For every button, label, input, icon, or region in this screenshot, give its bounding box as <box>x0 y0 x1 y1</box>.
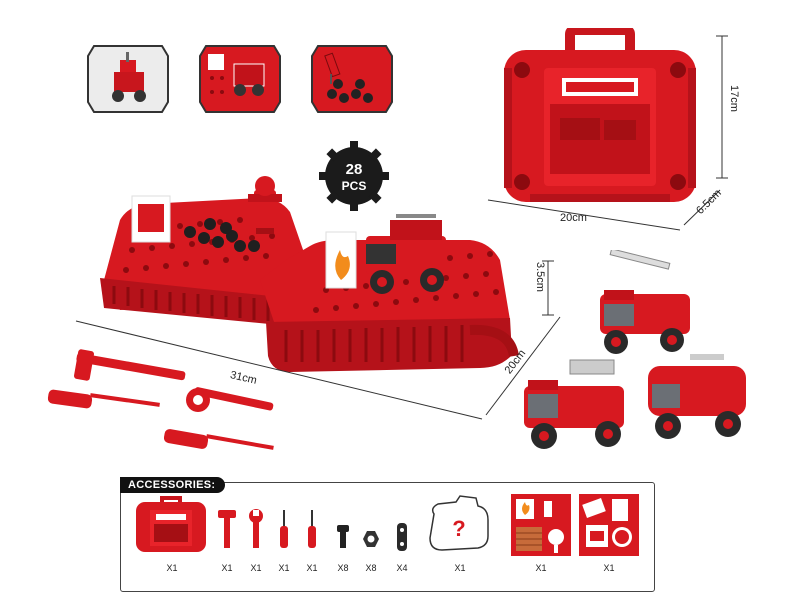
qty-cross-screwdriver: X1 <box>306 563 318 573</box>
board-dimension-lines <box>75 260 561 420</box>
cross-screwdriver-icon <box>305 508 319 550</box>
thumbnail-truck-on-board <box>198 44 282 114</box>
bolt-icon <box>336 524 350 550</box>
qty-fire-card-set: X1 <box>535 563 547 573</box>
case-icon <box>134 496 208 554</box>
pieces-count-badge: 28 PCS <box>318 140 390 212</box>
board-height-label: 3.5cm <box>534 262 546 292</box>
qty-clamp: X4 <box>396 563 408 573</box>
fire-card-set-icon <box>510 493 572 557</box>
clamp-icon <box>396 522 408 552</box>
qty-hammer: X1 <box>221 563 233 573</box>
accessories-panel <box>120 482 655 592</box>
accessories-title: ACCESSORIES: <box>120 477 226 493</box>
qty-nut: X8 <box>365 563 377 573</box>
case-width-label: 20cm <box>560 212 587 224</box>
nut-icon <box>362 530 380 548</box>
fire-trucks-image <box>520 248 750 465</box>
play-board-image <box>90 150 530 390</box>
hammer-icon <box>216 508 238 550</box>
badge-count: 28 <box>346 161 363 178</box>
flat-screwdriver-icon <box>277 508 291 550</box>
qty-mystery-truck: X1 <box>454 563 466 573</box>
svg-text:?: ? <box>452 516 465 541</box>
qty-wrench: X1 <box>250 563 262 573</box>
carrying-case-image <box>500 25 700 204</box>
stop-sign-set-icon <box>578 493 640 557</box>
wrench-icon <box>246 508 266 550</box>
mystery-truck-icon: ? <box>426 494 492 556</box>
loose-tools-image <box>40 340 280 470</box>
thumbnail-truck-assembly <box>86 44 170 114</box>
qty-case: X1 <box>166 563 178 573</box>
qty-bolt: X8 <box>337 563 349 573</box>
case-dimension-lines <box>487 35 728 231</box>
qty-flat-screwdriver: X1 <box>278 563 290 573</box>
thumbnail-screwdriver-bolts <box>310 44 394 114</box>
qty-stop-sign-set: X1 <box>603 563 615 573</box>
badge-unit: PCS <box>342 179 367 193</box>
case-height-label: 17cm <box>728 85 740 112</box>
